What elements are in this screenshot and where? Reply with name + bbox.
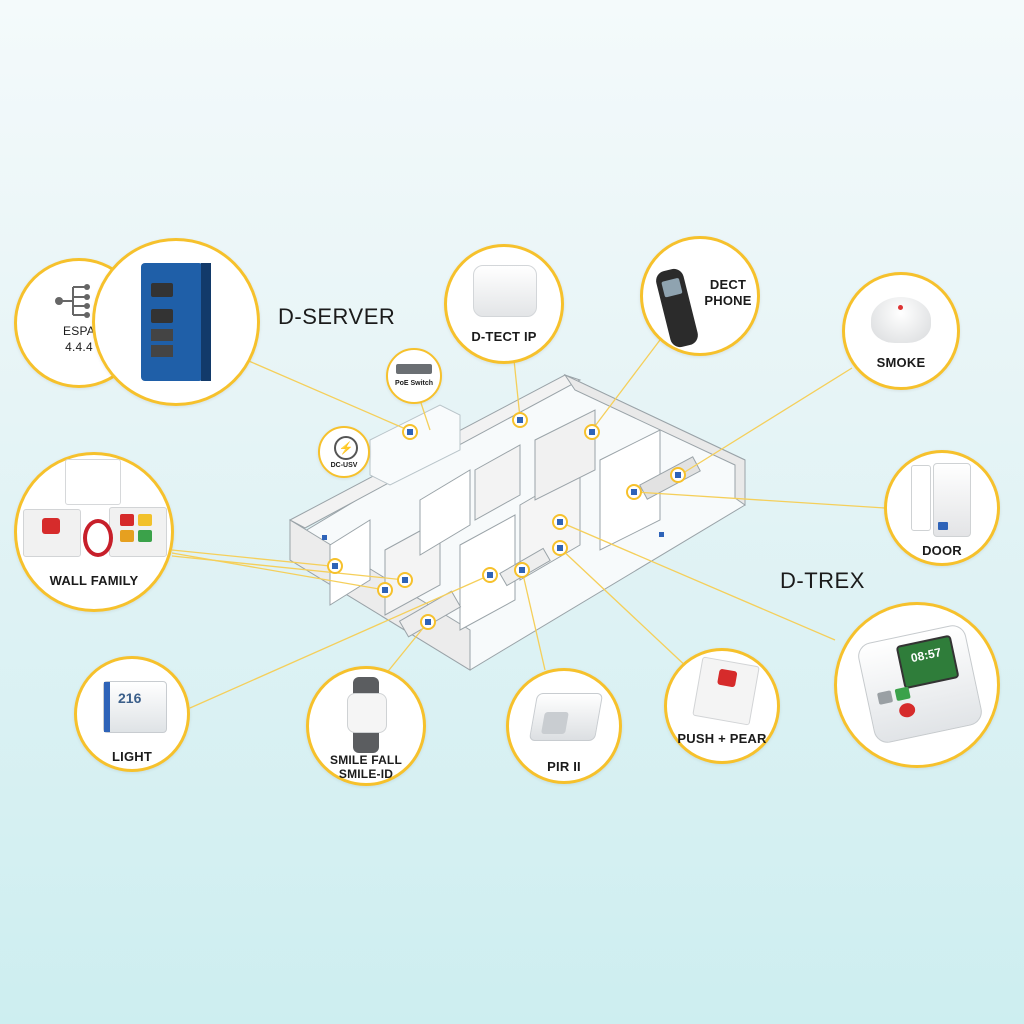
push-pear-circle[interactable]: PUSH + PEAR <box>664 648 780 764</box>
dc-usv-circle[interactable]: ⚡ DC-USV <box>318 426 370 478</box>
line-light <box>189 574 491 709</box>
server-unit-icon <box>141 263 211 381</box>
poe-switch-circle[interactable]: PoE Switch <box>386 348 442 404</box>
door-label: DOOR <box>922 543 962 558</box>
smoke-detector-icon <box>871 297 931 343</box>
network-hub-icon <box>53 281 93 326</box>
room-wall-1 <box>329 519 371 606</box>
d-server-circle[interactable] <box>92 238 260 406</box>
line-wall-1 <box>171 549 331 567</box>
d-trex-title: D-TREX <box>780 568 865 593</box>
line-trex <box>559 521 836 641</box>
smoke-circle[interactable]: SMOKE <box>842 272 960 390</box>
room-wall-7 <box>419 469 471 556</box>
d-trex-time: 08:57 <box>909 645 943 666</box>
line-smile <box>384 621 429 676</box>
wall-plate-icon <box>65 459 121 505</box>
dect-phone-circle[interactable]: DECT PHONE <box>640 236 760 356</box>
line-smoke <box>679 367 853 476</box>
room-wall-6 <box>534 409 596 501</box>
call-button-multi-icon <box>109 507 167 557</box>
push-button-icon <box>692 656 760 726</box>
line-pir <box>521 569 546 671</box>
dc-usv-label: DC-USV <box>330 462 358 469</box>
line-dect <box>591 339 661 431</box>
line-door <box>634 491 886 509</box>
motion-sensor-icon <box>528 693 604 741</box>
call-button-red-icon <box>23 509 81 557</box>
light-label: LIGHT <box>112 749 152 764</box>
server-room <box>369 404 461 486</box>
smile-label: SMILE FALL SMILE-ID <box>330 753 402 781</box>
smoke-label: SMOKE <box>876 355 926 370</box>
door-magnet-icon <box>911 465 931 531</box>
sensor-device-icon <box>473 265 537 317</box>
d-trex-circle[interactable]: 08:57 <box>834 602 1000 768</box>
push-pear-label: PUSH + PEAR <box>677 731 767 746</box>
d-tect-ip-circle[interactable]: D-TECT IP <box>444 244 564 364</box>
dect-phone-label: DECT PHONE <box>704 277 752 308</box>
line-wall-3 <box>171 555 406 581</box>
pir-label: PIR II <box>547 759 581 774</box>
room-number: 216 <box>118 690 142 706</box>
light-circle[interactable]: 216 LIGHT <box>74 656 190 772</box>
pir-circle[interactable]: PIR II <box>506 668 622 784</box>
d-trex-unit-icon: 08:57 <box>855 622 985 746</box>
door-contact-icon <box>933 463 971 537</box>
poe-switch-label: PoE Switch <box>394 380 434 387</box>
line-server <box>234 354 409 431</box>
power-icon: ⚡ <box>334 436 358 460</box>
pear-cord-icon <box>83 519 113 557</box>
d-trex-display: 08:57 <box>895 634 960 690</box>
smile-button-icon <box>347 693 387 733</box>
line-push <box>559 547 691 671</box>
connector-lines <box>171 339 886 709</box>
room-wall-8 <box>474 444 521 521</box>
room-sign-icon: 216 <box>103 681 167 733</box>
d-server-title: D-SERVER <box>278 304 396 329</box>
door-circle[interactable]: DOOR <box>884 450 1000 566</box>
switch-icon <box>396 364 432 374</box>
smile-circle[interactable]: SMILE FALL SMILE-ID <box>306 666 426 786</box>
wall-family-circle[interactable]: WALL FAMILY <box>14 452 174 612</box>
device-dots <box>322 417 681 625</box>
wall-family-label: WALL FAMILY <box>49 573 139 588</box>
espa-label: ESPA 4.4.4 <box>63 324 95 354</box>
d-tect-ip-label: D-TECT IP <box>471 329 537 344</box>
